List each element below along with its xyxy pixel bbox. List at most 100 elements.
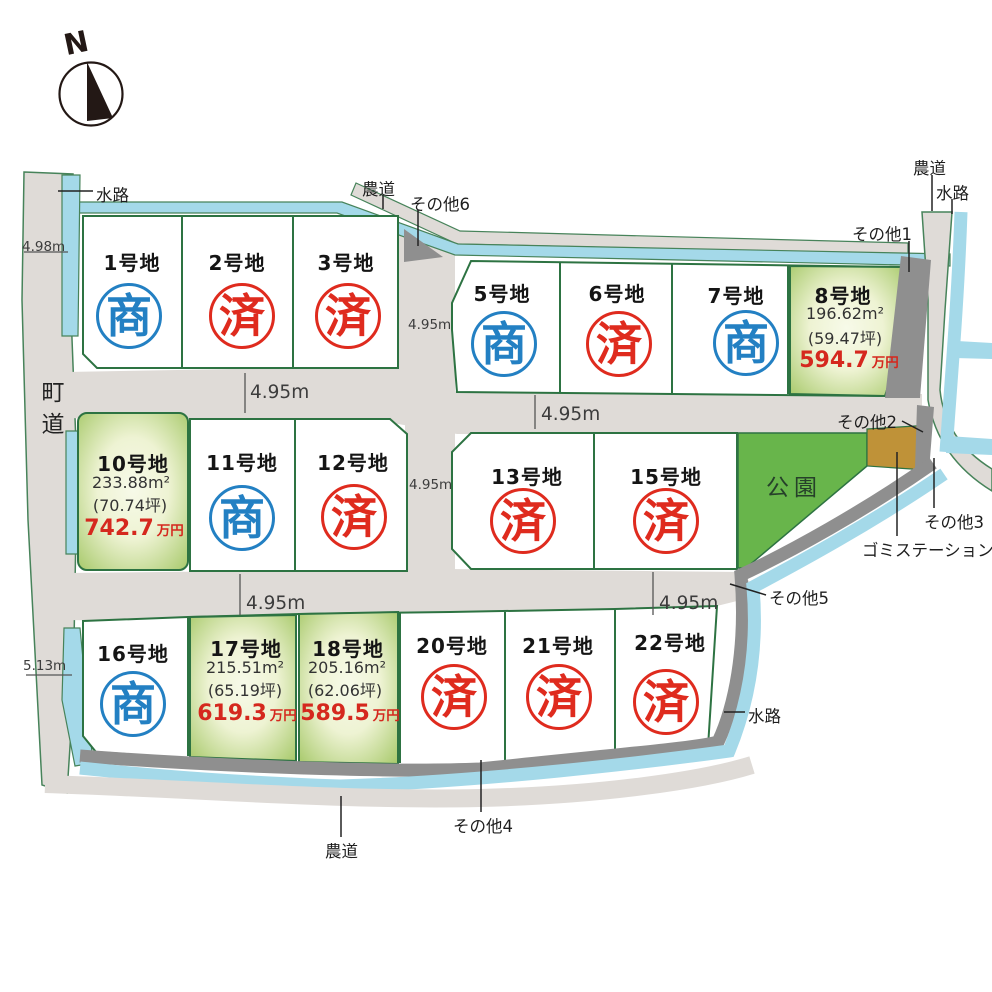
lot-10-name: 10号地 — [97, 452, 169, 476]
lot-18-area: 205.16m² — [308, 658, 386, 677]
waterway-label-bottomright: 水路 — [748, 707, 781, 726]
width-495-label-5: 4.95m — [246, 593, 306, 614]
waterway-label-topleft: 水路 — [96, 186, 129, 205]
lot-8-tsubo: (59.47坪) — [807, 329, 883, 348]
lot-16-status-text: 商 — [110, 677, 156, 731]
lot-17-price-value: 619.3 — [197, 701, 267, 726]
road-vertical-1-shape — [396, 224, 455, 404]
lot-10-price-unit: 万円 — [156, 523, 184, 539]
farm-road-label-topright: 農道 — [913, 159, 946, 178]
lot-21-status-stamp: 済 — [526, 664, 592, 730]
lot-20-status-text: 済 — [431, 670, 477, 724]
width-495-label-6: 4.95m — [659, 593, 719, 614]
lot-21-name: 21号地 — [522, 634, 594, 658]
lot-2-status-stamp: 済 — [209, 283, 275, 349]
lot-10-shape — [77, 412, 189, 571]
waterway-left-1-shape — [61, 174, 81, 337]
waterway-bottom-shape — [79, 468, 948, 793]
width-498-label: 4.98m — [22, 239, 66, 255]
lot-6-status-text: 済 — [596, 317, 642, 371]
measure-ticks — [24, 251, 654, 676]
lot-5-status-stamp: 商 — [471, 311, 537, 377]
road-vertical-2-shape — [405, 418, 455, 574]
lot-16-status-stamp: 商 — [100, 671, 166, 737]
lot-17-area: 215.51m² — [206, 658, 284, 677]
lot-5-status-text: 商 — [481, 317, 527, 371]
farm-road-bottom-shape — [44, 756, 755, 808]
lot-8-name: 8号地 — [814, 284, 872, 308]
lot-10-price-value: 742.7 — [84, 516, 154, 541]
lot-11-status-stamp: 商 — [209, 485, 275, 551]
lot-3-status-stamp: 済 — [315, 283, 381, 349]
lot-7-status-stamp: 商 — [713, 310, 779, 376]
lot-6-name: 6号地 — [588, 282, 646, 306]
waterway-right-arm2-shape — [946, 436, 992, 455]
lot-dividers — [181, 217, 789, 763]
farm-road-label-bottom: 農道 — [325, 842, 358, 861]
town-road-label: 町道 — [37, 380, 63, 444]
leader-lines — [58, 175, 953, 837]
lot-12-status-text: 済 — [331, 490, 377, 544]
lot-1-status-text: 商 — [106, 289, 152, 343]
lot-17-price-unit: 万円 — [269, 708, 297, 724]
other6-label: その他6 — [410, 195, 470, 214]
waterway-right-vertical-shape — [939, 211, 968, 453]
garbage-station-label: ゴミステーション — [862, 541, 992, 560]
other4-label: その他4 — [453, 817, 513, 836]
lot-17-tsubo: (65.19坪) — [207, 681, 283, 700]
lot-16-name: 16号地 — [97, 642, 169, 666]
farm-road-right-shape — [921, 211, 992, 492]
width-495-label-1: 4.95m — [408, 317, 452, 333]
other1-label: その他1 — [852, 225, 912, 244]
lot-2-name: 2号地 — [208, 251, 266, 275]
lot-8-price-unit: 万円 — [871, 355, 899, 371]
lot-5-name: 5号地 — [473, 282, 531, 306]
lot-1-status-stamp: 商 — [96, 283, 162, 349]
other6-strip-shape — [404, 229, 443, 262]
lot-18-name: 18号地 — [312, 637, 384, 661]
lot-8-area: 196.62m² — [806, 304, 884, 323]
other5-other4-strip-shape — [79, 457, 937, 777]
lot-18-price-value: 589.5 — [300, 701, 370, 726]
north-compass-icon — [58, 61, 124, 127]
lot-21-status-text: 済 — [536, 670, 582, 724]
park-label: 公園 — [766, 475, 822, 501]
width-495-label-2: 4.95m — [250, 382, 310, 403]
lot-12-name: 12号地 — [317, 451, 389, 475]
lot-8-price-value: 594.7 — [799, 348, 869, 373]
lot-13-status-text: 済 — [500, 494, 546, 548]
lot-3-name: 3号地 — [317, 251, 375, 275]
lot-17-name: 17号地 — [210, 637, 282, 661]
waterway-label-topright: 水路 — [936, 184, 969, 203]
width-495-label-4: 4.95m — [409, 477, 453, 493]
lot-10-tsubo: (70.74坪) — [92, 496, 168, 515]
lot-6-status-stamp: 済 — [586, 311, 652, 377]
other2-label: その他2 — [837, 413, 897, 432]
lot-18-tsubo: (62.06坪) — [307, 681, 383, 700]
other1-strip-shape — [885, 256, 931, 398]
lot-22-status-stamp: 済 — [633, 669, 699, 735]
lot-10-area: 233.88m² — [92, 473, 170, 492]
lot-17-shape — [189, 613, 297, 763]
lot-11-status-text: 商 — [219, 491, 265, 545]
farm-road-label-top: 農道 — [362, 180, 395, 199]
lot-22-name: 22号地 — [634, 631, 706, 655]
lot-15-status-text: 済 — [643, 494, 689, 548]
lot-7-name: 7号地 — [707, 284, 765, 308]
lot-15-status-stamp: 済 — [633, 488, 699, 554]
other5-label: その他5 — [769, 589, 829, 608]
other3-label: その他3 — [924, 513, 984, 532]
lot-13-name: 13号地 — [491, 465, 563, 489]
width-513-label: 5.13m — [23, 658, 67, 674]
lot-22-status-text: 済 — [643, 675, 689, 729]
lot-12-status-stamp: 済 — [321, 484, 387, 550]
lot-13-status-stamp: 済 — [490, 488, 556, 554]
lot-20-status-stamp: 済 — [421, 664, 487, 730]
lot-3-status-text: 済 — [325, 289, 371, 343]
lot-15-name: 15号地 — [630, 465, 702, 489]
lot-1-name: 1号地 — [103, 251, 161, 275]
